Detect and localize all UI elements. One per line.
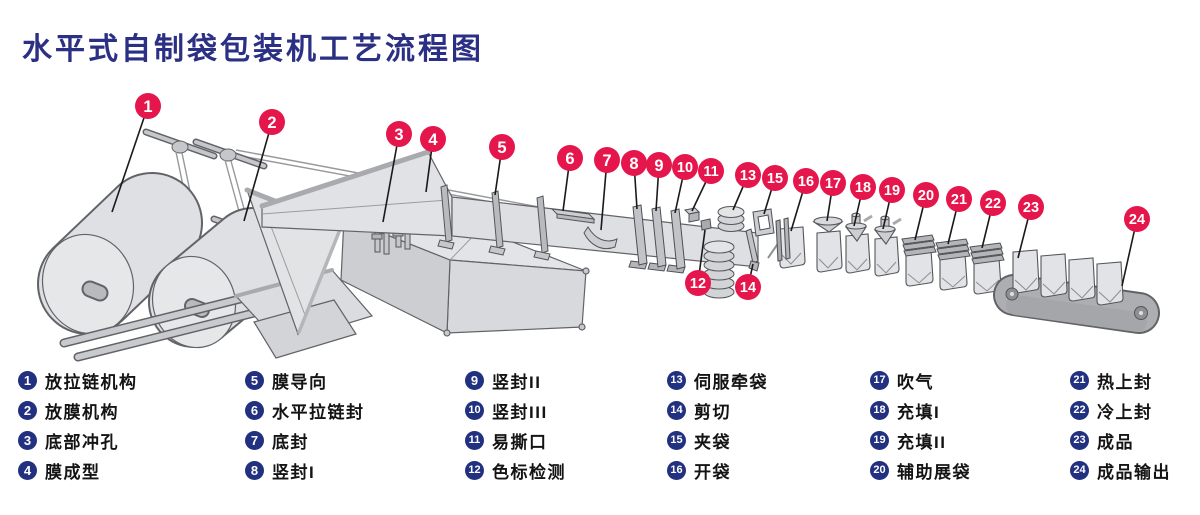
marker-3: 3 (382, 121, 412, 223)
marker-circle (793, 168, 819, 194)
marker-5: 5 (489, 134, 515, 196)
marker-circle (621, 150, 647, 176)
bag-fill-1-station (844, 212, 873, 274)
finished-bags (1012, 249, 1124, 306)
vertical-seal-plates (628, 204, 686, 274)
bottom-seal-trough (583, 226, 618, 250)
marker-circle (594, 147, 620, 173)
marker-circle (135, 93, 161, 119)
marker-1: 1 (111, 93, 161, 213)
marker-2: 2 (243, 109, 285, 222)
marker-12: 12 (685, 229, 711, 296)
marker-number: 7 (602, 152, 611, 170)
marker-circle (672, 154, 698, 180)
marker-number: 6 (565, 150, 574, 168)
zipper-seal-bar (550, 208, 596, 224)
marker-23: 23 (1017, 194, 1044, 259)
marker-circle (420, 126, 446, 152)
marker-number: 10 (677, 160, 693, 176)
marker-number: 24 (1129, 212, 1145, 228)
marker-number: 15 (767, 171, 783, 187)
marker-circle (685, 270, 711, 296)
marker-number: 4 (428, 131, 438, 149)
marker-16: 16 (790, 168, 819, 232)
page-title: 水平式自制袋包装机工艺流程图 (22, 33, 484, 66)
marker-14: 14 (735, 263, 761, 300)
marker-circle (1124, 206, 1150, 232)
marker-circle (913, 182, 939, 208)
marker-10: 10 (672, 154, 698, 214)
marker-leader-line (382, 133, 400, 223)
marker-number: 1 (143, 98, 152, 116)
marker-number: 22 (985, 196, 1001, 212)
marker-8: 8 (621, 150, 647, 210)
base-rails (59, 292, 267, 362)
marker-circle (735, 162, 761, 188)
bag-heat-seal-station (935, 238, 971, 291)
marker-number: 3 (394, 126, 403, 144)
marker-number: 18 (855, 180, 871, 196)
marker-number: 19 (884, 183, 900, 199)
marker-circle (850, 174, 876, 200)
marker-number: 12 (690, 276, 706, 292)
marker-11: 11 (691, 158, 724, 212)
marker-22: 22 (980, 190, 1006, 249)
marker-number: 13 (740, 168, 756, 184)
marker-number: 9 (654, 157, 663, 175)
marker-circle (1018, 194, 1044, 220)
zipper-reel (37, 172, 203, 335)
marker-leader-line (243, 121, 273, 222)
marker-circle (980, 190, 1006, 216)
marker-circle (489, 134, 515, 160)
marker-number: 8 (629, 155, 638, 173)
conveyor-front (1005, 287, 1148, 332)
marker-18: 18 (850, 174, 876, 227)
marker-21: 21 (946, 186, 972, 245)
marker-leader-line (111, 105, 149, 213)
marker-7: 7 (594, 147, 620, 231)
marker-15: 15 (762, 165, 788, 215)
marker-number: 5 (497, 139, 506, 157)
marker-circle (879, 177, 905, 203)
marker-24: 24 (1121, 206, 1150, 287)
marker-circle (946, 186, 972, 212)
marker-circle (820, 170, 846, 196)
marker-number: 14 (740, 280, 756, 296)
bag-spread-station (901, 234, 937, 287)
marker-6: 6 (557, 145, 583, 212)
marker-circle (557, 145, 583, 171)
marker-number: 2 (267, 114, 276, 132)
marker-19: 19 (879, 177, 905, 230)
bag-fill-2-station (873, 215, 902, 277)
bag-air-blow-station (812, 216, 844, 273)
marker-circle (735, 274, 761, 300)
marker-circle (698, 158, 724, 184)
marker-9: 9 (646, 152, 672, 212)
marker-4: 4 (420, 126, 446, 193)
marker-circle (386, 121, 412, 147)
marker-circle (259, 109, 285, 135)
marker-number: 17 (825, 176, 841, 192)
marker-number: 23 (1023, 200, 1039, 216)
marker-number: 21 (951, 192, 967, 208)
marker-number: 16 (798, 174, 814, 190)
marker-20: 20 (913, 182, 939, 241)
marker-circle (762, 165, 788, 191)
marker-13: 13 (732, 162, 761, 211)
marker-17: 17 (820, 170, 846, 222)
marker-circle (646, 152, 672, 178)
marker-number: 11 (703, 164, 718, 180)
bag-open-station (767, 217, 806, 269)
color-mark-sensor (700, 218, 712, 231)
marker-number: 20 (918, 188, 934, 204)
film-guides (437, 184, 551, 261)
